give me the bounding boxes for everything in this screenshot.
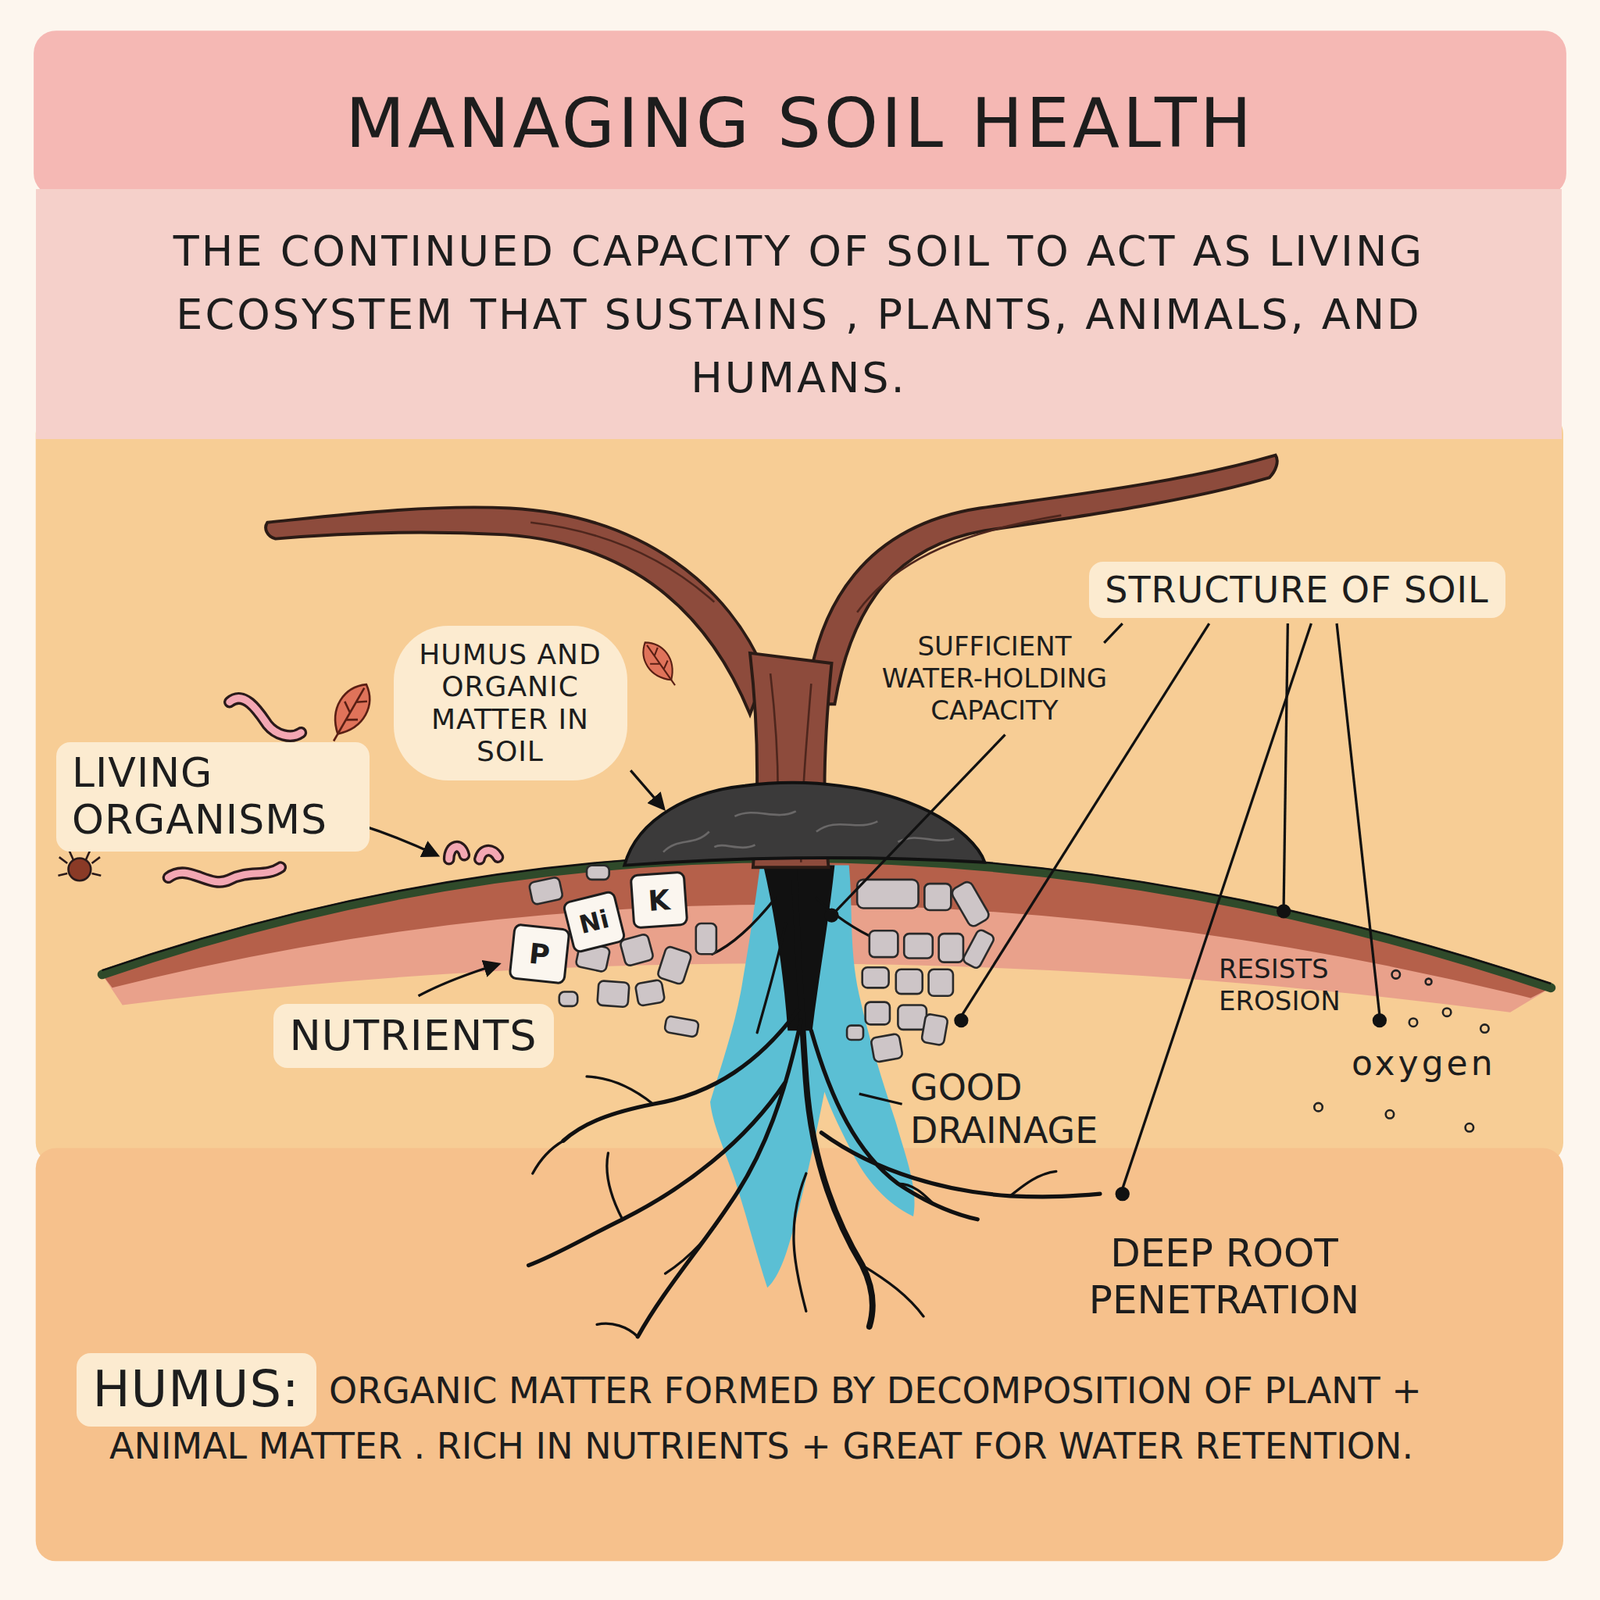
- leader-line: [1336, 623, 1380, 1016]
- node-text: THE CONTINUED CAPACITY OF SOIL TO ACT AS…: [121, 219, 1476, 410]
- page-title: MANAGING SOIL HEALTH: [345, 82, 1255, 164]
- bubble: [1385, 1110, 1394, 1118]
- stone: [939, 933, 964, 963]
- water: [710, 865, 915, 1289]
- leaf-veins: [325, 682, 374, 747]
- bubble: [1480, 1024, 1489, 1033]
- nutrient-box: P: [507, 922, 571, 985]
- stone: [921, 1013, 949, 1046]
- stone: [846, 1025, 864, 1040]
- stone: [596, 980, 629, 1008]
- leader-dot: [953, 1013, 968, 1028]
- stone: [928, 969, 954, 997]
- stone: [865, 1002, 890, 1025]
- leader-dot: [1115, 1186, 1130, 1201]
- stone: [869, 930, 899, 958]
- bubble: [1314, 1103, 1322, 1111]
- humus-mound: [624, 782, 985, 866]
- stone: [924, 883, 951, 911]
- property-label: GOOD DRAINAGE: [910, 1066, 1145, 1153]
- structure-tag: STRUCTURE OF SOIL: [1089, 561, 1506, 619]
- bug: [68, 857, 92, 881]
- stone: [657, 945, 693, 985]
- node-text: STRUCTURE OF SOIL: [1104, 569, 1490, 611]
- leaf-veins: [640, 640, 683, 690]
- stone: [896, 969, 923, 994]
- pointer-arrows: [359, 770, 664, 997]
- leader-lines: [835, 623, 1380, 1190]
- stones: [528, 865, 996, 1063]
- humus-tag: HUMUS:: [76, 1353, 317, 1427]
- definition-text: ORGANIC MATTER FORMED BY DECOMPOSITION O…: [109, 1363, 1508, 1475]
- stone: [950, 879, 991, 929]
- leader-dots: [824, 903, 1387, 1201]
- node-text: HUMUS:: [92, 1360, 301, 1419]
- property-label: RESISTS EROSION: [1218, 953, 1375, 1018]
- leader-line: [1103, 623, 1123, 643]
- organisms-tag: LIVING ORGANISMS: [56, 742, 370, 852]
- gas-label: oxygen: [1351, 1042, 1497, 1085]
- nutrients-arrow: [418, 964, 499, 996]
- leader-line: [859, 1093, 903, 1104]
- node-text: K: [646, 883, 672, 918]
- humus-cloud: HUMUS AND ORGANIC MATTER IN SOIL: [393, 625, 628, 781]
- leader-dot: [1276, 903, 1291, 918]
- humus-arrow: [630, 770, 664, 808]
- organisms-arrow: [359, 824, 437, 855]
- leader-dot: [824, 907, 839, 922]
- stone: [696, 923, 717, 954]
- leader-line: [835, 734, 1006, 911]
- definition-band: THE CONTINUED CAPACITY OF SOIL TO ACT AS…: [35, 189, 1562, 440]
- stone: [961, 928, 996, 970]
- bubble: [1442, 1007, 1451, 1016]
- node-text: HUMUS AND ORGANIC MATTER IN SOIL: [412, 638, 609, 768]
- stone: [897, 1005, 927, 1030]
- bubble: [1392, 970, 1400, 979]
- leader-dot: [1372, 1013, 1387, 1028]
- stone: [586, 865, 610, 880]
- stone: [857, 879, 918, 909]
- bubble: [1409, 1018, 1418, 1027]
- property-label: SUFFICIENT WATER-HOLDING CAPACITY: [869, 630, 1120, 726]
- lower-soil-band: [35, 1147, 1564, 1561]
- node-text: Ni: [575, 903, 612, 940]
- title-band: [33, 30, 1567, 197]
- node-text: P: [527, 936, 552, 972]
- stone: [635, 979, 665, 1007]
- roots: [528, 1010, 1100, 1337]
- node-text: NUTRIENTS: [289, 1011, 539, 1061]
- stone: [870, 1033, 903, 1063]
- nutrients-tag: NUTRIENTS: [273, 1003, 554, 1068]
- bubble: [1425, 978, 1433, 986]
- node-text: LIVING ORGANISMS: [71, 750, 354, 844]
- stone: [619, 933, 654, 967]
- leaf: [321, 677, 379, 749]
- leader-line: [1122, 623, 1312, 1190]
- stone: [664, 1015, 700, 1038]
- nutrient-box: K: [628, 871, 689, 930]
- stone: [903, 933, 933, 958]
- leader-line: [1283, 623, 1288, 907]
- stone: [862, 967, 890, 988]
- stone: [528, 876, 564, 905]
- bubble: [1465, 1123, 1474, 1132]
- property-label: DEEP ROOT PENETRATION: [1005, 1229, 1443, 1324]
- leaf: [635, 635, 685, 693]
- stone: [559, 992, 579, 1007]
